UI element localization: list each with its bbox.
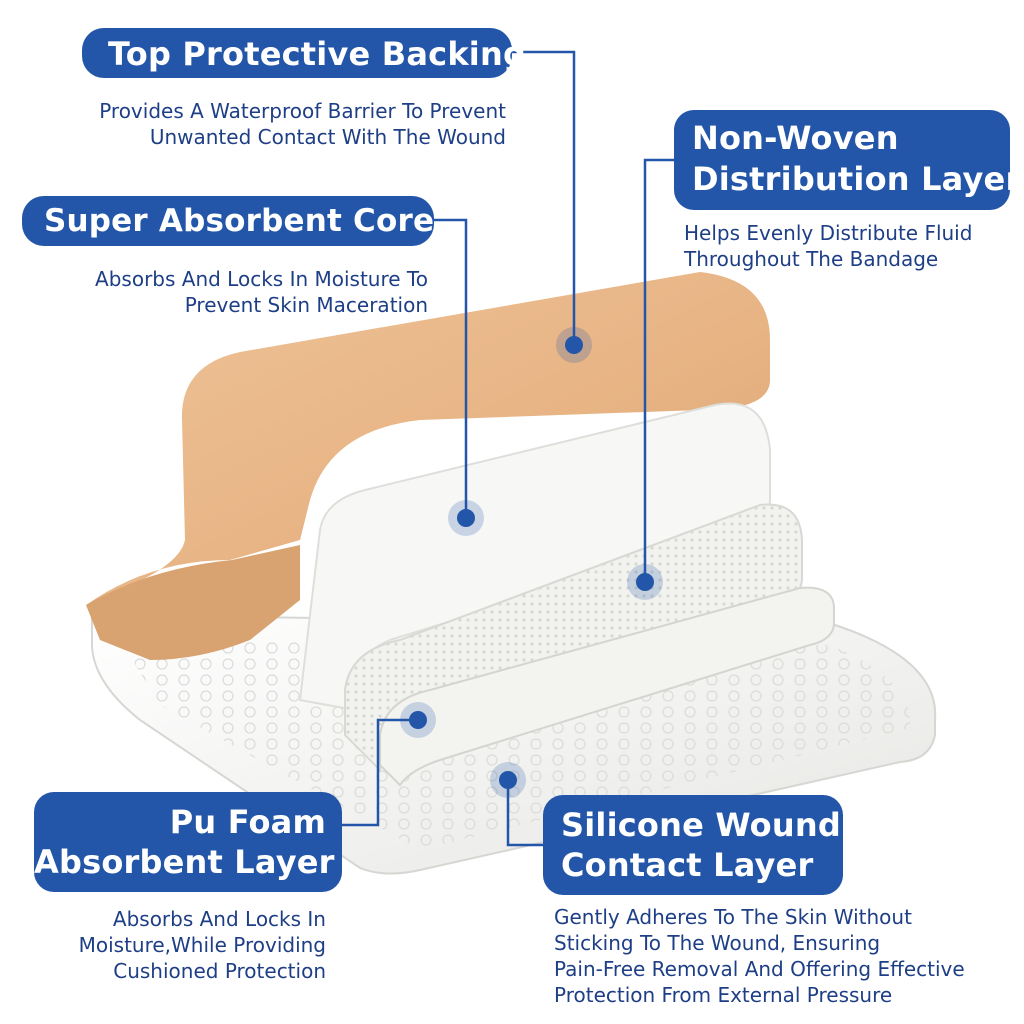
desc-line: Absorbs And Locks In Moisture To	[95, 267, 428, 291]
desc-line: Pain-Free Removal And Offering Effective	[554, 957, 965, 981]
desc-top-protective-backing: Provides A Waterproof Barrier To Prevent…	[40, 98, 506, 150]
desc-non-woven-distribution-layer: Helps Evenly Distribute Fluid Throughout…	[684, 220, 972, 272]
desc-line: Unwanted Contact With The Wound	[149, 125, 506, 149]
label-top-protective-backing: Top Protective Backing	[82, 28, 527, 78]
backing-underside-shape	[86, 545, 300, 660]
label-non-woven-distribution-layer: Non-Woven Distribution Layer	[674, 110, 1022, 210]
label-pu-foam-absorbent-layer: Pu Foam Absorbent Layer	[34, 792, 342, 892]
label-silicone-wound-contact-layer: Silicone Wound Contact Layer	[543, 795, 843, 895]
title-line: Top Protective Backing	[108, 35, 527, 73]
desc-pu-foam-absorbent-layer: Absorbs And Locks In Moisture,While Prov…	[30, 906, 326, 984]
label-super-absorbent-core: Super Absorbent Core	[22, 196, 434, 246]
desc-line: Helps Evenly Distribute Fluid	[684, 221, 973, 245]
desc-line: Throughout The Bandage	[684, 247, 939, 271]
title-line: Super Absorbent Core	[44, 203, 435, 239]
backing-layer-shape	[86, 272, 770, 605]
desc-silicone-wound-contact-layer: Gently Adheres To The Skin Without Stick…	[554, 904, 965, 1008]
desc-super-absorbent-core: Absorbs And Locks In Moisture To Prevent…	[40, 266, 428, 318]
connector-lines	[340, 50, 676, 847]
title-line: Pu Foam	[169, 803, 326, 841]
title-line: Contact Layer	[561, 846, 814, 884]
title-line: Silicone Wound	[561, 806, 841, 844]
title-line: Absorbent Layer	[34, 843, 335, 881]
desc-line: Provides A Waterproof Barrier To Prevent	[99, 99, 506, 123]
title-line: Distribution Layer	[692, 160, 1022, 198]
desc-line: Cushioned Protection	[113, 959, 326, 983]
desc-line: Protection From External Pressure	[554, 983, 893, 1007]
desc-line: Absorbs And Locks In	[112, 907, 326, 931]
foam-layer-shape	[379, 586, 836, 787]
desc-line: Prevent Skin Maceration	[184, 293, 428, 317]
desc-line: Moisture,While Providing	[78, 933, 326, 957]
callout-dots	[400, 327, 663, 798]
title-line: Non-Woven	[692, 119, 899, 157]
desc-line: Sticking To The Wound, Ensuring	[554, 931, 881, 955]
desc-line: Gently Adheres To The Skin Without	[554, 905, 912, 929]
